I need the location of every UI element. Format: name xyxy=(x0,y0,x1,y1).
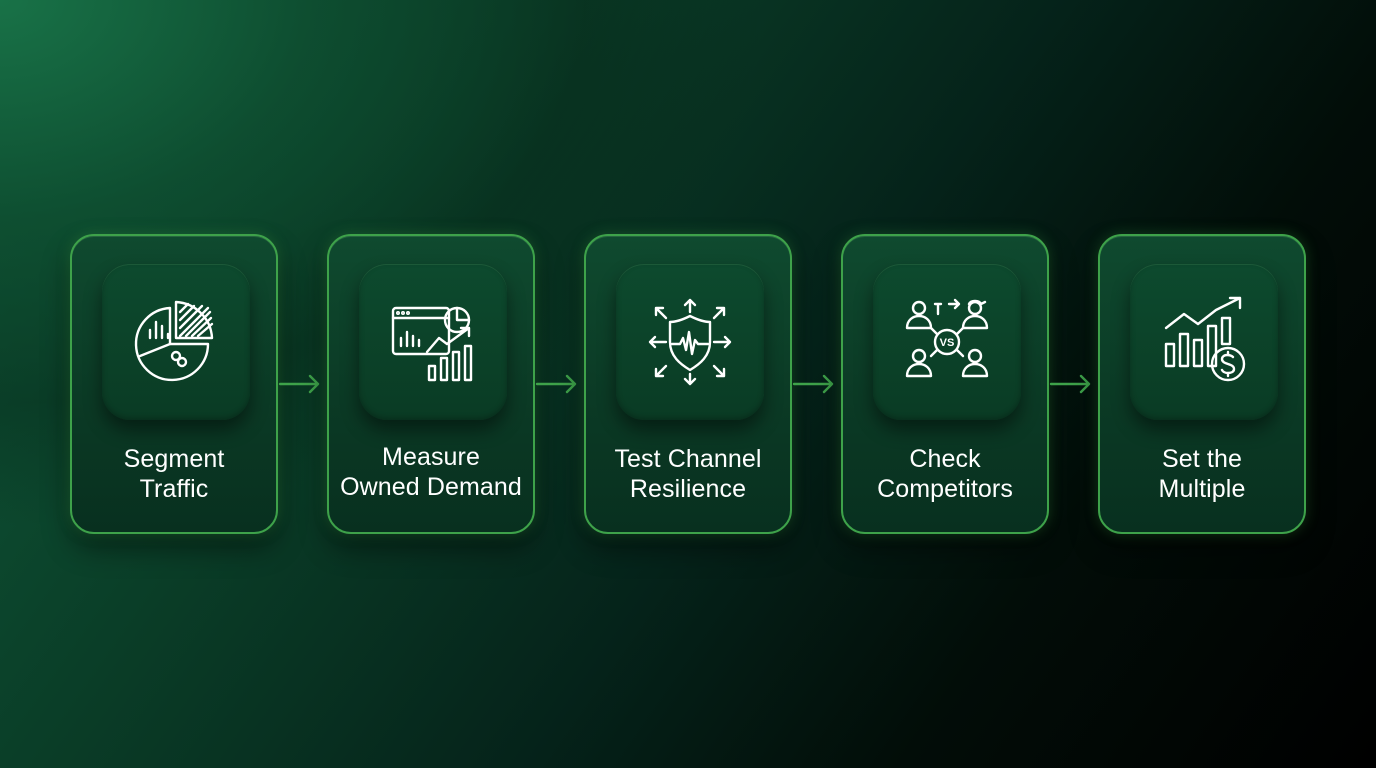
arrow-right-icon xyxy=(792,374,834,394)
arrow-right-icon xyxy=(1049,374,1091,394)
step-label-line-1: Test Channel xyxy=(614,445,762,473)
step-label: Check Competitors xyxy=(843,444,1047,504)
vs-text: VS xyxy=(940,337,955,349)
icon-tile xyxy=(102,264,250,420)
step-card-segment-traffic: Segment Traffic xyxy=(70,234,278,534)
step-card-measure-owned-demand: Measure Owned Demand xyxy=(327,234,535,534)
analytics-dashboard-icon xyxy=(391,306,473,382)
growth-dollar-icon xyxy=(1164,296,1246,382)
step-label-line-2: Resilience xyxy=(629,475,747,503)
step-label-line-1: Measure xyxy=(382,443,480,471)
step-label-line-2: Multiple xyxy=(1158,475,1246,503)
step-label: Segment Traffic xyxy=(72,444,276,504)
step-card-set-the-multiple: Set the Multiple xyxy=(1098,234,1306,534)
icon-tile xyxy=(359,264,507,420)
svg-text:VS: VS xyxy=(940,337,955,349)
competitors-vs-icon xyxy=(905,298,989,378)
step-label-line-2: Traffic xyxy=(139,475,209,503)
arrow-right-icon xyxy=(278,374,320,394)
step-label-line-2: Competitors xyxy=(877,475,1013,503)
step-label: Set the Multiple xyxy=(1100,444,1304,504)
step-label-line-2: Owned Demand xyxy=(340,473,522,501)
arrow-right-icon xyxy=(535,374,577,394)
step-card-test-channel-resilience: Test Channel Resilience xyxy=(584,234,792,534)
icon-tile: VS xyxy=(873,264,1021,420)
step-label-line-1: Check xyxy=(909,445,981,473)
step-label-line-1: Set the xyxy=(1162,445,1242,473)
step-card-check-competitors: VS Check Competitors xyxy=(841,234,1049,534)
step-label: Test Channel Resilience xyxy=(586,444,790,504)
step-label-line-1: Segment xyxy=(123,445,225,473)
icon-tile xyxy=(1130,264,1278,420)
step-label: Measure Owned Demand xyxy=(329,442,533,502)
shield-resilience-icon xyxy=(648,298,732,386)
icon-tile xyxy=(616,264,764,420)
pie-chart-icon xyxy=(134,300,214,382)
